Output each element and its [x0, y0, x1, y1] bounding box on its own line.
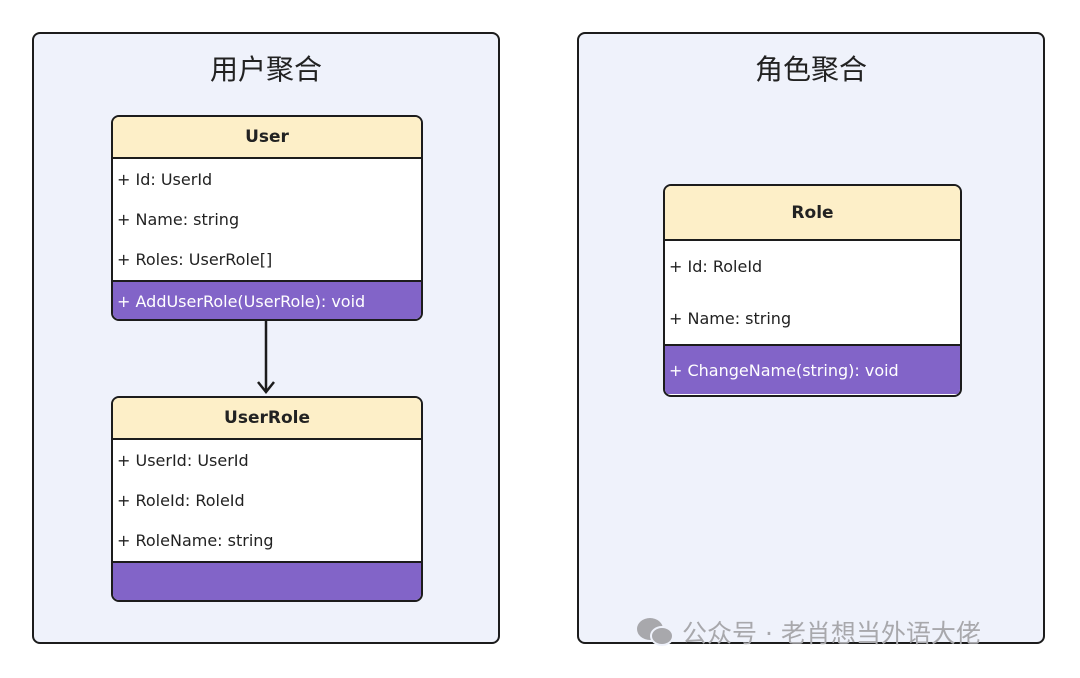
- class-user: User + Id: UserId + Name: string + Roles…: [111, 115, 423, 321]
- method: + AddUserRole(UserRole): void: [113, 282, 421, 319]
- attribute: + RoleId: RoleId: [117, 490, 245, 510]
- watermark: 公众号 · 老肖想当外语大佬: [636, 614, 981, 650]
- class-role: Role + Id: RoleId + Name: string + Chang…: [663, 184, 962, 397]
- aggregate-title: 用户聚合: [209, 53, 322, 86]
- attribute: + RoleName: string: [117, 531, 274, 551]
- attributes: + Id: UserId + Name: string + Roles: Use…: [113, 159, 421, 282]
- association-arrow: [257, 320, 275, 395]
- attribute: + Name: string: [669, 308, 792, 328]
- class-userrole: UserRole + UserId: UserId + RoleId: Role…: [111, 396, 423, 602]
- attribute: + Id: RoleId: [669, 257, 763, 277]
- attribute: + Id: UserId: [117, 169, 213, 189]
- watermark-text: 公众号 · 老肖想当外语大佬: [682, 619, 981, 648]
- class-name: UserRole: [113, 398, 421, 440]
- attribute: + Name: string: [117, 209, 240, 229]
- methods-empty: [113, 563, 421, 600]
- attribute: + Roles: UserRole[]: [117, 250, 273, 270]
- method: + ChangeName(string): void: [665, 346, 960, 394]
- class-name: Role: [665, 186, 960, 241]
- attributes: + UserId: UserId + RoleId: RoleId + Role…: [113, 440, 421, 563]
- class-name: User: [113, 117, 421, 159]
- attributes: + Id: RoleId + Name: string: [665, 241, 960, 346]
- aggregate-title: 角色聚合: [754, 53, 867, 86]
- wechat-icon: [637, 618, 674, 646]
- attribute: + UserId: UserId: [117, 450, 249, 470]
